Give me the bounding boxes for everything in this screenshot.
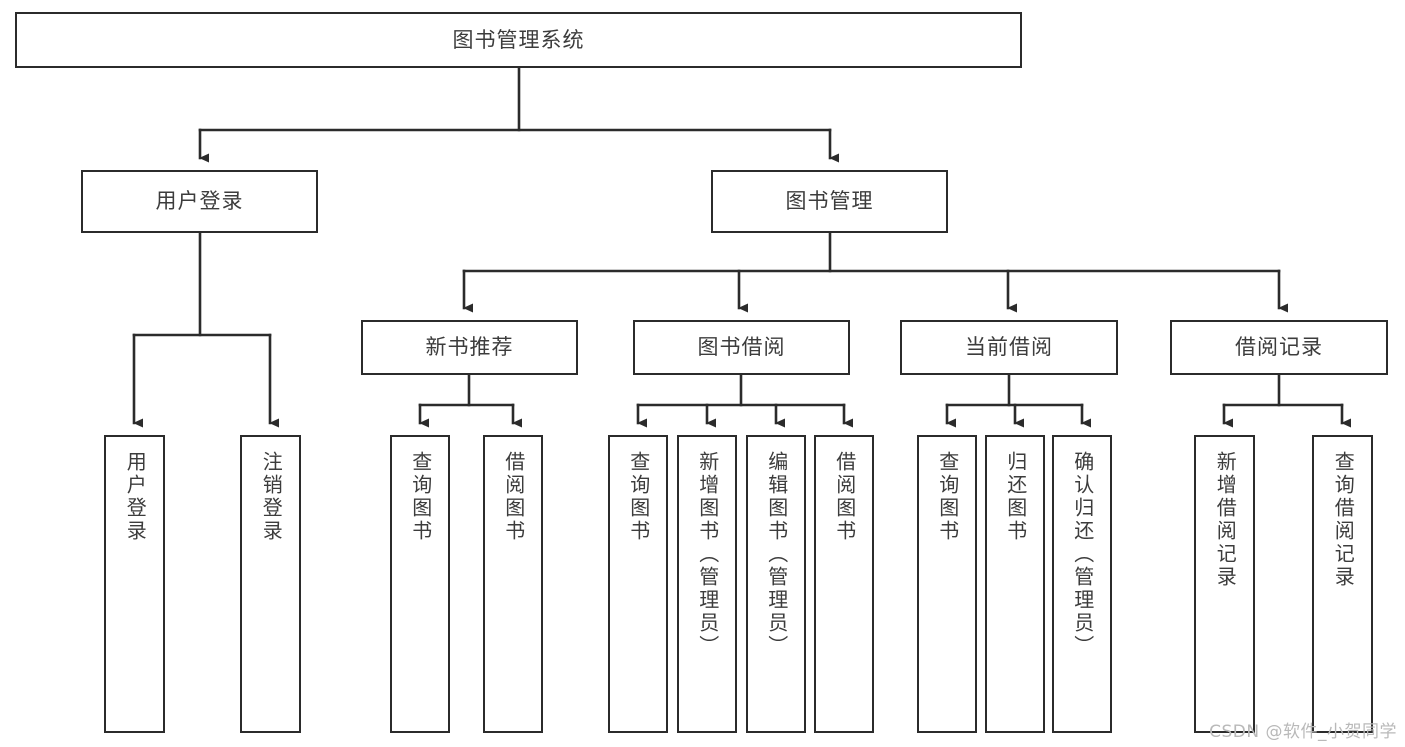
leaf-br-add-record[interactable]: 新增借阅记录 — [1194, 435, 1255, 733]
leaf-cb-return-book-label: 归还图书 — [1003, 451, 1028, 543]
leaf-logout[interactable]: 注销登录 — [240, 435, 301, 733]
node-borrow-records-label: 借阅记录 — [1235, 335, 1323, 360]
leaf-logout-label: 注销登录 — [259, 451, 284, 543]
leaf-cb-query-book-label: 查询图书 — [935, 451, 960, 543]
leaf-bb-query-book-label: 查询图书 — [626, 451, 651, 543]
leaf-cb-confirm-return[interactable]: 确认归还（管理员） — [1052, 435, 1112, 733]
node-user-login-label: 用户登录 — [155, 189, 244, 214]
node-borrow-records[interactable]: 借阅记录 — [1170, 320, 1388, 375]
leaf-br-query-record[interactable]: 查询借阅记录 — [1312, 435, 1373, 733]
leaf-bb-add-book-label: 新增图书（管理员） — [695, 451, 720, 658]
leaf-cb-query-book[interactable]: 查询图书 — [917, 435, 977, 733]
leaf-nb-query-book[interactable]: 查询图书 — [390, 435, 450, 733]
node-current-borrow-label: 当前借阅 — [965, 335, 1053, 360]
node-book-borrow-label: 图书借阅 — [697, 335, 786, 360]
node-new-book-recommend[interactable]: 新书推荐 — [361, 320, 578, 375]
leaf-br-add-record-label: 新增借阅记录 — [1213, 451, 1238, 589]
node-new-book-recommend-label: 新书推荐 — [425, 335, 514, 360]
leaf-bb-add-book[interactable]: 新增图书（管理员） — [677, 435, 737, 733]
leaf-user-login-label: 用户登录 — [123, 451, 148, 543]
leaf-nb-borrow-book-label: 借阅图书 — [501, 451, 526, 543]
node-book-management[interactable]: 图书管理 — [711, 170, 948, 233]
leaf-cb-return-book[interactable]: 归还图书 — [985, 435, 1045, 733]
leaf-br-query-record-label: 查询借阅记录 — [1331, 451, 1356, 589]
leaf-bb-borrow-book-label: 借阅图书 — [832, 451, 857, 543]
leaf-bb-edit-book[interactable]: 编辑图书（管理员） — [746, 435, 806, 733]
node-root[interactable]: 图书管理系统 — [15, 12, 1022, 68]
leaf-bb-borrow-book[interactable]: 借阅图书 — [814, 435, 874, 733]
node-book-management-label: 图书管理 — [785, 189, 874, 214]
leaf-user-login[interactable]: 用户登录 — [104, 435, 165, 733]
leaf-bb-query-book[interactable]: 查询图书 — [608, 435, 668, 733]
leaf-cb-confirm-return-label: 确认归还（管理员） — [1070, 451, 1095, 658]
csdn-watermark: CSDN @软件_小贺同学 — [1209, 722, 1397, 742]
node-user-login[interactable]: 用户登录 — [81, 170, 318, 233]
leaf-nb-borrow-book[interactable]: 借阅图书 — [483, 435, 543, 733]
node-root-label: 图书管理系统 — [452, 27, 585, 52]
leaf-nb-query-book-label: 查询图书 — [408, 451, 433, 543]
leaf-bb-edit-book-label: 编辑图书（管理员） — [764, 451, 789, 658]
node-book-borrow[interactable]: 图书借阅 — [633, 320, 850, 375]
node-current-borrow[interactable]: 当前借阅 — [900, 320, 1118, 375]
